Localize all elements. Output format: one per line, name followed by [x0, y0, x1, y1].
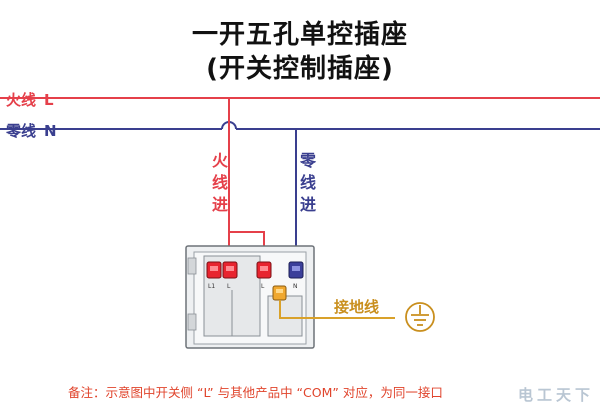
terminal-n: N	[288, 261, 304, 290]
terminal-l1: L1	[206, 261, 222, 290]
diagram-title: 一开五孔单控插座	[191, 20, 408, 50]
live-wire-label: 火线	[6, 91, 36, 109]
terminal-n-label: N	[293, 283, 298, 290]
live-in-char-3: 进	[212, 195, 228, 214]
terminal-l-socket: L	[256, 261, 272, 290]
watermark: 电工天下	[517, 386, 594, 404]
ground-label: 接地线	[334, 298, 379, 316]
terminal-l-socket-label: L	[261, 283, 265, 290]
neutral-wire-letter: N	[44, 122, 57, 140]
neutral-wire-label: 零线	[5, 122, 36, 140]
diagram-subtitle: (开关控制插座)	[206, 54, 394, 84]
note-text: 备注：示意图中开关侧 “L” 与其他产品中 “COM” 对应，为同一接口	[68, 385, 443, 400]
ground-wire	[279, 300, 395, 319]
live-in-char-1: 火	[212, 151, 229, 170]
terminal-l-switch-label: L	[227, 283, 231, 290]
terminal-l-switch: L	[222, 261, 238, 290]
socket-body	[185, 245, 315, 349]
terminal-ground	[272, 285, 287, 301]
live-wire-letter: L	[44, 91, 54, 109]
neutral-in-char-1: 零	[299, 151, 317, 170]
neutral-in-char-2: 线	[300, 173, 316, 192]
terminal-l1-label: L1	[208, 283, 215, 290]
neutral-in-char-3: 进	[300, 195, 316, 214]
live-in-char-2: 线	[212, 173, 228, 192]
ground-symbol-icon	[405, 302, 435, 332]
